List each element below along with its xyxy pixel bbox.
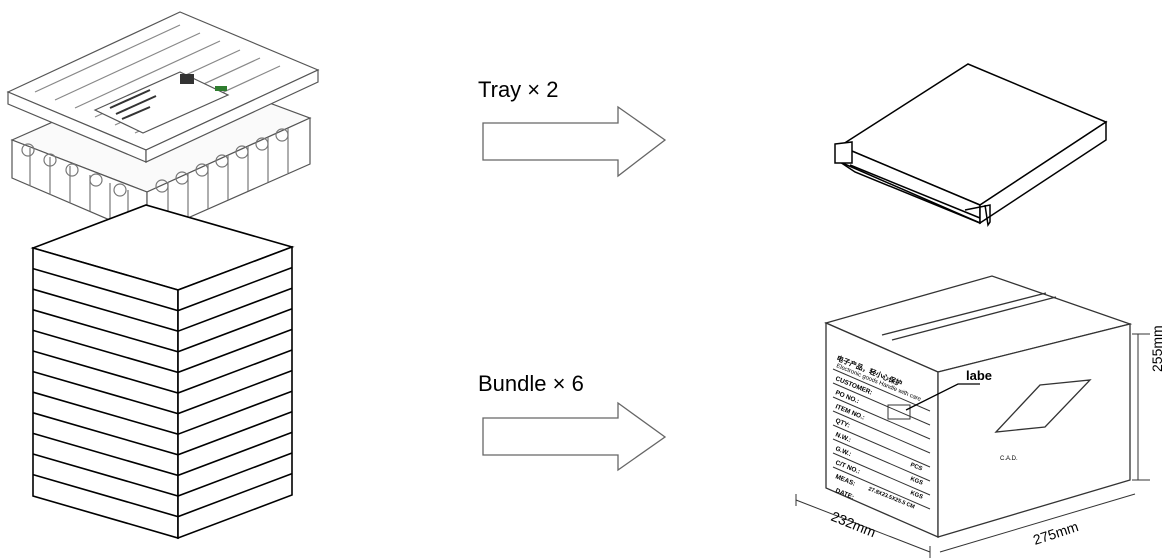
carton-unit-kgs-2: KGS	[909, 490, 923, 500]
side-panel-window	[994, 379, 1092, 433]
stack-layer-line	[32, 308, 293, 353]
step-2-label: Bundle × 6	[478, 371, 584, 396]
carton-illustration	[795, 275, 1150, 558]
process-arrow-1	[482, 105, 667, 178]
stack-layer-line	[32, 411, 293, 456]
bundle-stack-illustration	[30, 204, 295, 540]
stack-layer-line	[32, 472, 293, 518]
carton-dim-depth: 232mm	[829, 508, 878, 540]
carton-unit-kgs-1: KGS	[909, 476, 923, 486]
stack-layer-line	[32, 349, 293, 394]
carton-dimension-lines	[795, 333, 1150, 558]
carton-label-callout: labe	[966, 368, 992, 383]
stack-layer-line	[32, 369, 293, 415]
stack-layer-line	[32, 287, 293, 333]
carton-side-mark: C.A.D.	[1000, 456, 1018, 462]
process-arrow-2	[482, 401, 667, 472]
carton-unit-pcs: PCS	[909, 462, 923, 472]
stack-layer-line	[32, 266, 293, 312]
carton-front-marks	[832, 368, 931, 510]
stack-layer-line	[32, 452, 293, 497]
stack-layer-line	[32, 390, 293, 436]
stack-layer-line	[32, 328, 293, 374]
tray-cells	[21, 128, 289, 228]
tray-stack-illustration	[6, 11, 320, 237]
stack-layer-line	[32, 431, 293, 477]
step-1-label: Tray × 2	[478, 77, 559, 102]
carton-dim-height: 255mm	[1149, 325, 1165, 372]
bundle-illustration	[834, 63, 1108, 228]
